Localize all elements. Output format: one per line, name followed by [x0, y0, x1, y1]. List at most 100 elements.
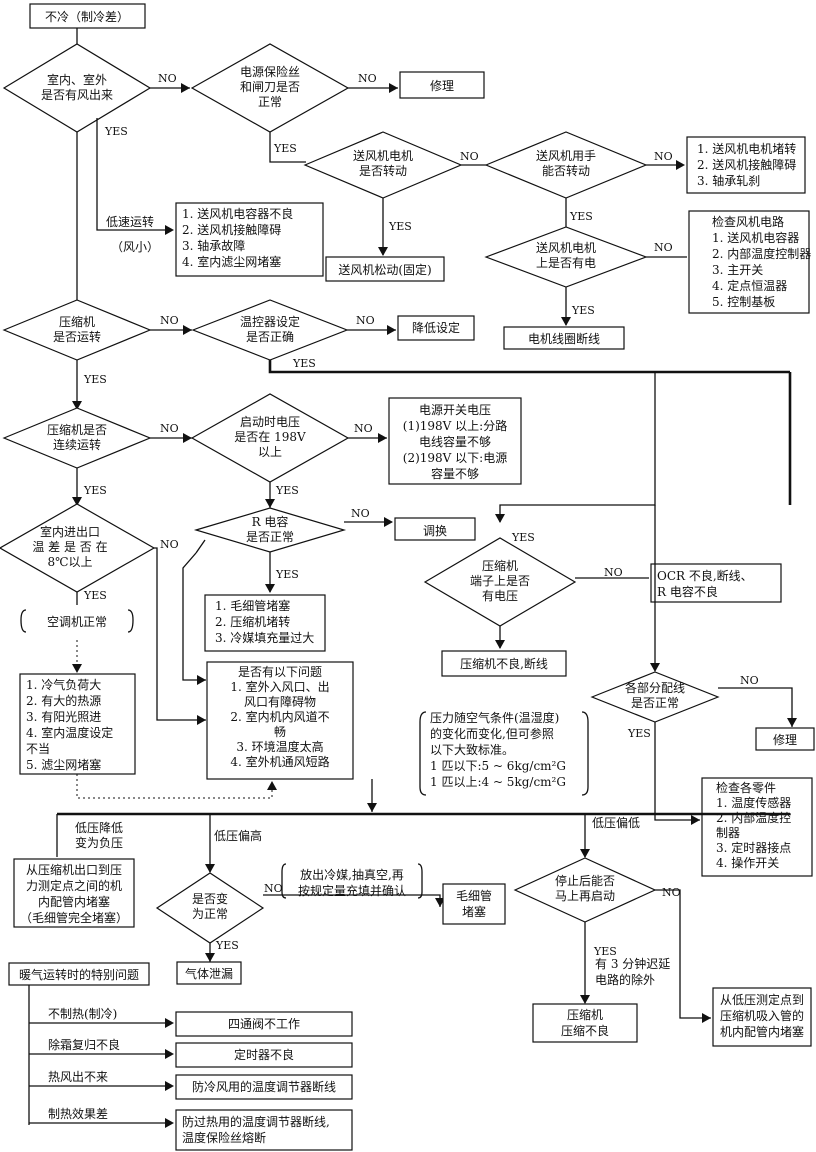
bracket-right	[127, 609, 134, 633]
label-text: 防过热用的温度调节器断线,	[182, 1114, 330, 1129]
label-text: NO	[354, 422, 373, 435]
label-text: 是否正常	[631, 696, 679, 710]
heating-row-label: 除霜复归不良	[48, 1037, 120, 1052]
label-text: 和闸刀是否	[240, 80, 300, 94]
label-text: 温度保险丝熔断	[182, 1130, 266, 1145]
label-text: 室内进出口	[40, 524, 100, 539]
compressor-poor-box	[532, 1003, 638, 1043]
label-text: NO	[662, 886, 681, 899]
arrow-head	[165, 1049, 174, 1059]
label-text: 电源开关电压	[419, 403, 491, 417]
label-text: 送风机电机	[353, 148, 413, 163]
arrow-head	[165, 225, 174, 235]
yes-thick-line	[268, 360, 790, 374]
label-text: 四通阀不工作	[228, 1017, 300, 1031]
label-text: 是否在 198V	[234, 430, 306, 444]
connector-line	[96, 118, 172, 231]
label-text: 检查各零件	[716, 780, 776, 795]
label-text: NO	[358, 72, 377, 85]
label-text: 2. 室内机内风道不	[230, 709, 329, 724]
suction-block-box	[712, 987, 812, 1047]
connector-line	[195, 539, 206, 554]
label-text: 电线容量不够	[419, 434, 491, 449]
decision-distribution	[590, 671, 720, 723]
label-text: YES	[273, 142, 297, 155]
heating-row-label: 不制热(制冷)	[48, 1007, 117, 1021]
label-text: 力测定点之间的机	[26, 878, 122, 893]
label-text: 是否有风出来	[41, 88, 113, 102]
connector-line	[269, 132, 306, 163]
label-text: 有电压	[482, 589, 518, 603]
decision-compressor-terminal	[423, 537, 577, 627]
arrow-head	[691, 815, 700, 825]
arrow-head	[676, 160, 685, 170]
label-text: 容量不够	[431, 466, 479, 481]
arrow-head	[265, 499, 275, 508]
label-text: 2. 有大的热源	[26, 693, 101, 708]
label-text: 是否正常	[246, 530, 294, 544]
decision-r-capacitor	[193, 507, 347, 553]
coil-broken-box	[503, 326, 625, 350]
label-text: YES	[83, 589, 107, 602]
replace-box	[394, 517, 476, 541]
label-text: 1. 毛细管堵塞	[215, 598, 290, 613]
label-text: 是否有以下问题	[238, 665, 322, 679]
arrow-head	[72, 664, 82, 673]
label-text: 1 匹以下:5 ~ 6kg/cm²G	[430, 759, 566, 773]
gas-leak-box	[176, 961, 242, 985]
repair-box-2	[755, 727, 815, 751]
label-text: NO	[160, 422, 179, 435]
label-text: YES	[511, 531, 535, 544]
label-text: 2. 送风机接触障碍	[697, 157, 796, 172]
repair-box-1	[399, 71, 485, 99]
label-text: 停止后能否	[555, 873, 615, 888]
heating-result-box	[175, 1011, 353, 1037]
label-text: NO	[351, 507, 370, 520]
weak-wind-label: （风小）	[111, 240, 159, 254]
label-text: 堵塞	[462, 904, 486, 919]
connector-line	[718, 687, 793, 727]
arrow-head	[580, 995, 590, 1004]
decision-change-normal	[155, 872, 265, 944]
label-text: 3. 环境温度太高	[236, 739, 323, 754]
fan-jam-box	[686, 136, 806, 194]
arrow-head	[265, 584, 275, 593]
label-text: 是否正确	[246, 330, 294, 344]
label-text: 压缩机吸入管的	[720, 1008, 804, 1023]
label-text: (1)198V 以上:分路	[403, 418, 507, 433]
label-text: YES	[388, 220, 412, 233]
label-text: 4. 操作开关	[716, 855, 779, 870]
label-text: 2. 内部温度控	[716, 810, 791, 825]
low-low-label: 低压偏低	[592, 815, 640, 830]
connector-line	[154, 547, 206, 721]
label-text: 压缩不良	[561, 1023, 609, 1038]
label-text: 电机线圈断线	[528, 331, 600, 346]
label-text: YES	[104, 125, 128, 138]
label-text: 气体泄漏	[185, 966, 233, 981]
heating-row-label: 制热效果差	[48, 1106, 108, 1121]
label-text: NO	[264, 882, 283, 895]
label-text: 温控器设定	[240, 314, 300, 329]
arrow-head	[387, 325, 396, 335]
label-text: 3. 轴承故障	[182, 238, 245, 253]
arrow-head	[183, 325, 192, 335]
label-text: 毛细管	[456, 888, 492, 903]
low-negative-label: 变为负压	[75, 835, 123, 850]
heating-result-box	[175, 1109, 353, 1151]
label-text: NO	[740, 674, 759, 687]
label-text: 电路的除外	[595, 972, 655, 987]
label-text: 2. 内部温度控制器	[712, 246, 811, 261]
label-text: 4. 定点恒温器	[712, 278, 787, 293]
arrow-head	[205, 953, 215, 962]
label-text: 1. 冷气负荷大	[26, 677, 101, 692]
arrow-head	[165, 1081, 174, 1091]
lower-setting-box	[397, 315, 475, 341]
label-text: 正常	[258, 95, 282, 109]
label-text: R 电容不良	[657, 584, 718, 599]
label-text: 畅	[274, 725, 286, 739]
arrow-head	[367, 803, 377, 812]
label-text: 有 3 分钟迟延	[595, 956, 670, 971]
label-text: 室内、室外	[47, 72, 107, 87]
label-text: 压缩机	[59, 314, 95, 329]
